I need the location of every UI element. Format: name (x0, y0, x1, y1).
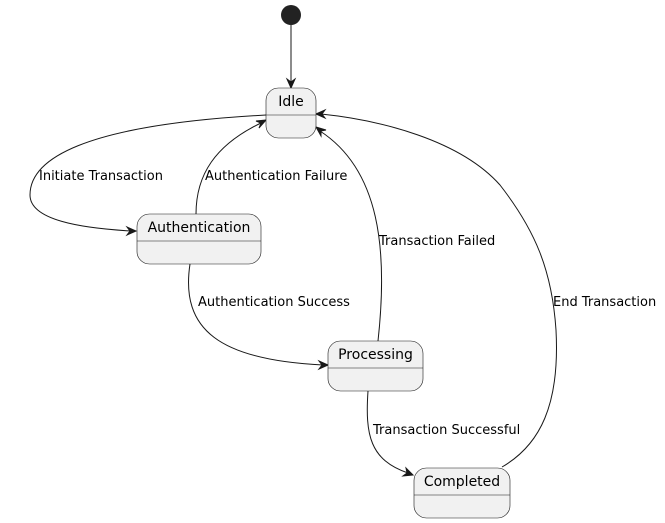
transition-failed: Transaction Failed (314, 126, 495, 342)
state-idle[interactable]: Idle (265, 87, 317, 139)
transition-label-initiate: Initiate Transaction (39, 169, 163, 184)
transition-label-auth-failure: Authentication Failure (205, 169, 347, 184)
state-completed[interactable]: Completed (413, 467, 511, 519)
transition-label-auth-success: Authentication Success (198, 295, 350, 310)
transition-end: End Transaction (314, 108, 656, 468)
state-name-authentication: Authentication (148, 220, 251, 236)
state-name-processing: Processing (338, 347, 413, 363)
state-name-idle: Idle (278, 94, 304, 110)
state-processing[interactable]: Processing (327, 340, 424, 392)
state-name-completed: Completed (424, 474, 500, 490)
transition-start (285, 25, 297, 90)
transition-label-failed: Transaction Failed (378, 234, 495, 249)
transition-initiate: Initiate Transaction (29, 114, 267, 237)
transition-successful: Transaction Successful (366, 390, 520, 477)
transition-label-successful: Transaction Successful (372, 423, 520, 438)
transition-auth-failure: Authentication Failure (195, 119, 347, 215)
initial-state-dot (281, 5, 301, 25)
transition-auth-success: Authentication Success (188, 263, 350, 371)
state-authentication[interactable]: Authentication (136, 213, 262, 265)
transition-label-end: End Transaction (553, 295, 656, 310)
